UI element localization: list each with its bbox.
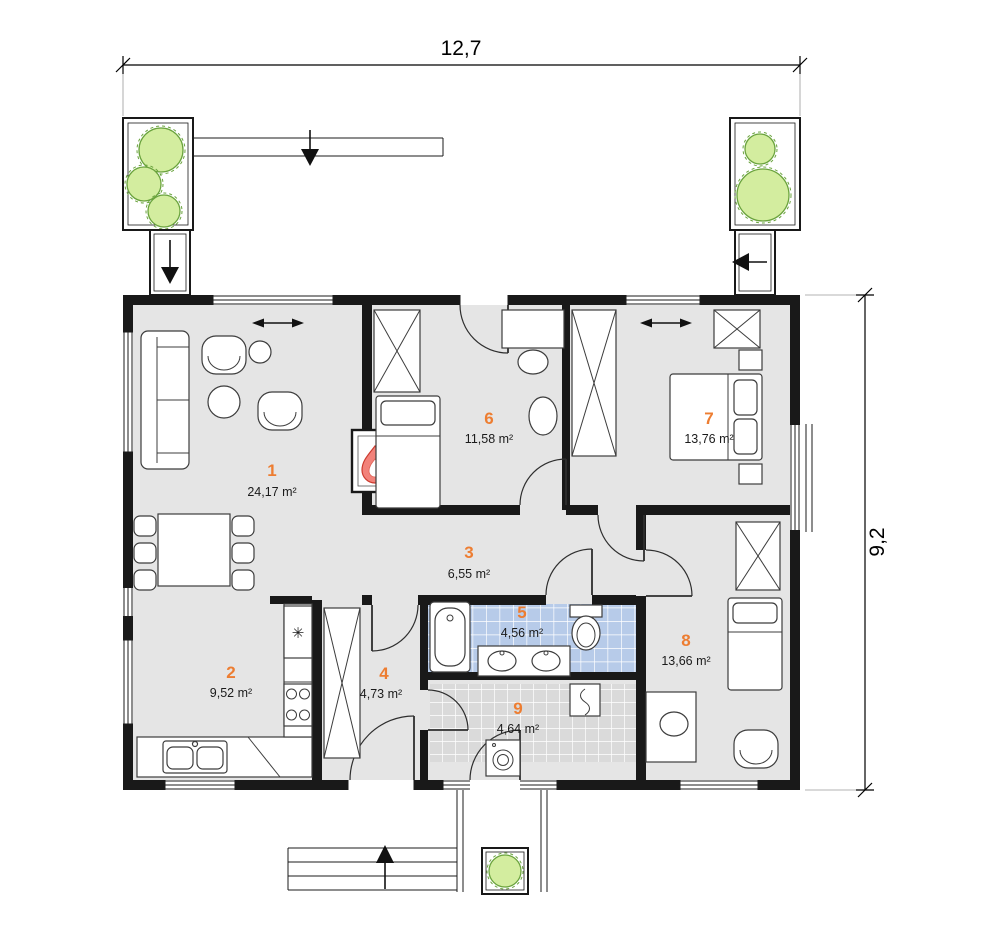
window-living-left — [123, 331, 133, 453]
dining-table — [157, 513, 231, 587]
dining-chair — [231, 515, 255, 537]
desk — [501, 309, 565, 349]
room-9-area: 4,64 m² — [497, 722, 539, 736]
room-7-number: 7 — [704, 409, 713, 428]
window-kitchen-left — [123, 639, 133, 725]
dining-chair — [231, 569, 255, 591]
interior-walls — [270, 305, 790, 780]
entry-arrow-left-icon — [732, 253, 767, 271]
canopy — [193, 130, 444, 166]
sliding-arrow-icon-bedroom7 — [640, 318, 692, 328]
fridge: ✳ — [283, 605, 313, 659]
door-room4-utility — [427, 689, 469, 731]
bathtub — [429, 601, 471, 673]
nightstand — [738, 463, 763, 485]
desk-chair — [659, 711, 689, 737]
armchair — [257, 391, 303, 431]
dimension-height-label: 9,2 — [866, 527, 889, 556]
entry-arrow-up-icon — [376, 845, 394, 889]
tree — [488, 854, 522, 888]
bed-single — [375, 395, 441, 509]
coffee-table-small — [248, 340, 272, 364]
entry-column-right — [732, 229, 776, 296]
planter-top-left — [122, 117, 194, 231]
window-bedroom8-bottom — [679, 780, 759, 790]
utility-tiled-floor — [430, 684, 636, 762]
sliding-arrow-icon-living — [252, 318, 304, 328]
planter-top-right — [729, 117, 801, 231]
door-opening-room6-top — [459, 295, 509, 305]
porch-planter — [481, 847, 529, 895]
coffee-table — [207, 385, 241, 419]
nightstand — [738, 349, 763, 371]
snowflake-icon: ✳ — [292, 625, 305, 642]
room-7-area: 13,76 m² — [684, 432, 733, 446]
wardrobe — [735, 521, 781, 591]
room-6-number: 6 — [484, 409, 493, 428]
door-room8 — [645, 549, 693, 597]
wardrobe — [323, 607, 361, 759]
wardrobe — [373, 309, 421, 393]
window-kitchen-bottom — [164, 780, 236, 790]
door-main-entrance — [349, 715, 415, 781]
washbasin-double — [477, 645, 571, 677]
sofa — [140, 330, 190, 470]
room-6-area: 11,58 m² — [465, 432, 513, 446]
door-opening-entrance-room4 — [347, 780, 415, 790]
bed-double — [669, 373, 763, 461]
room-3-number: 3 — [464, 543, 473, 562]
door-room4 — [371, 604, 419, 652]
room-4-area: 4,73 m² — [360, 687, 402, 701]
tree — [734, 131, 792, 224]
wardrobe — [713, 309, 761, 349]
room-5-number: 5 — [517, 603, 526, 622]
armchair-oval — [528, 396, 558, 436]
dimension-width: 12,7 — [115, 37, 808, 116]
door-room6 — [519, 458, 567, 506]
room-2-area: 9,52 m² — [210, 686, 252, 700]
dimension-width-label: 12,7 — [441, 37, 482, 60]
room-9-number: 9 — [513, 699, 522, 718]
entrance-glazing-bottom — [442, 780, 558, 790]
desk-chair — [517, 349, 549, 375]
window-bedroom7-top — [625, 295, 701, 305]
dining-chair — [133, 515, 157, 537]
room-4-number: 4 — [379, 664, 389, 683]
entry-arrow-down-icon — [161, 240, 179, 284]
door-room7 — [597, 514, 645, 562]
room-8-number: 8 — [681, 631, 690, 650]
window-bedroom7-right — [790, 424, 813, 532]
dining-chair — [231, 542, 255, 564]
washing-machine — [485, 739, 521, 777]
stove — [283, 683, 313, 727]
entry-column-left — [149, 229, 191, 296]
wardrobe — [571, 309, 617, 457]
dining-table-set — [133, 513, 255, 591]
window-left-small — [123, 588, 133, 616]
window-living-top — [212, 295, 334, 305]
door-bathroom — [545, 548, 593, 596]
kitchen-sink — [162, 740, 228, 774]
dimension-height: 9,2 — [805, 287, 889, 798]
room-2-number: 2 — [226, 663, 235, 682]
room-1-area: 24,17 m² — [247, 485, 296, 499]
room-1-number: 1 — [267, 461, 276, 480]
tree — [124, 125, 186, 230]
dining-chair — [133, 569, 157, 591]
porch-steps — [287, 847, 457, 891]
dining-chair — [133, 542, 157, 564]
room-labels: 1 24,17 m² 2 9,52 m² 3 6,55 m² 4 4,73 m²… — [210, 409, 734, 736]
windows — [123, 295, 813, 790]
armchair — [201, 335, 247, 375]
water-heater — [569, 683, 601, 717]
room-3-area: 6,55 m² — [448, 567, 490, 581]
bed-single — [727, 597, 783, 691]
porch — [287, 790, 548, 895]
toilet — [569, 604, 603, 651]
room-5-area: 4,56 m² — [501, 626, 543, 640]
armchair — [733, 729, 779, 769]
doors — [349, 304, 693, 781]
room-8-area: 13,66 m² — [661, 654, 710, 668]
canopy-down-arrow-icon — [301, 130, 319, 166]
